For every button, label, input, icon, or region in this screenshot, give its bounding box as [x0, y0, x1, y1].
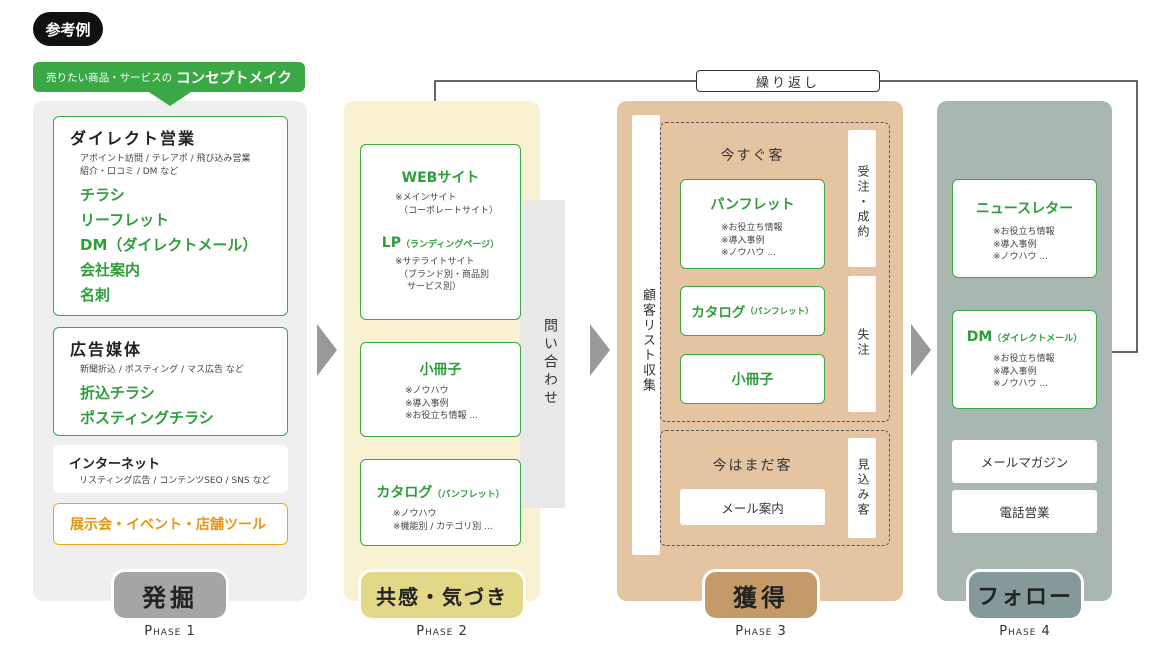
- ad-media-sub: 新聞折込 / ポスティング / マス広告 など: [80, 365, 244, 375]
- catalog-title: カタログ: [376, 485, 433, 501]
- internet-title: インターネット: [69, 457, 161, 472]
- lost-label: 失注: [856, 328, 870, 358]
- phase2-caption: Phase 2: [416, 624, 468, 639]
- pamphlet-note: ※ノウハウ ...: [721, 248, 776, 258]
- mail-info-label: メール案内: [721, 500, 784, 516]
- arrow-phase3-to-4: [911, 324, 931, 376]
- phase2-pill: 共感・気づき: [358, 569, 526, 621]
- now-customer-group: [660, 122, 890, 422]
- p3-catalog-title: カタログ: [691, 305, 746, 321]
- p3-catalog-box: カタログ（パンフレット）: [680, 286, 825, 336]
- loop-label: 繰り返し: [696, 70, 880, 92]
- inquiry-label: 問い合わせ: [542, 318, 558, 408]
- now-customer-title: 今すぐ客: [720, 148, 785, 164]
- item-flyer: チラシ: [80, 186, 125, 204]
- p4-dm-note: ※ノウハウ ...: [993, 379, 1048, 389]
- lost-box: [848, 276, 876, 412]
- concept-banner: 売りたい商品・サービスの コンセプトメイク: [33, 62, 305, 92]
- item-insert-flyer: 折込チラシ: [80, 384, 155, 402]
- newsletter-title: ニュースレター: [975, 201, 1074, 217]
- booklet-note: ※お役立ち情報 ...: [405, 411, 478, 421]
- lp-small: （ランディングページ）: [400, 240, 500, 250]
- booklet-title: 小冊子: [419, 362, 462, 378]
- lp-title: LP: [381, 235, 401, 251]
- item-posting-flyer: ポスティングチラシ: [80, 409, 214, 427]
- order-label: 受注・成約: [856, 165, 870, 240]
- direct-sales-title: ダイレクト営業: [70, 129, 197, 148]
- mail-info-box: メール案内: [680, 489, 825, 525]
- newsletter-note: ※導入事例: [993, 239, 1037, 250]
- p4-dm-box: DM（ダイレクトメール） ※お役立ち情報 ※導入事例 ※ノウハウ ...: [952, 310, 1097, 409]
- later-customer-group: [660, 430, 890, 546]
- prospect-box: [848, 438, 876, 538]
- order-box: [848, 130, 876, 267]
- newsletter-note: ※ノウハウ ...: [993, 252, 1048, 262]
- catalog-note: ※機能別 / カテゴリ別 ...: [393, 521, 493, 532]
- catalog-small: （パンフレット）: [432, 490, 505, 500]
- concept-big: コンセプトメイク: [176, 70, 292, 87]
- phase1-caption: Phase 1: [144, 624, 196, 639]
- phase4-pill: フォロー: [966, 569, 1084, 621]
- reference-badge: 参考例: [33, 12, 103, 46]
- pamphlet-box: パンフレット ※お役立ち情報 ※導入事例 ※ノウハウ ...: [680, 179, 825, 269]
- prospect-label: 見込み客: [856, 458, 870, 518]
- internet-sub: リスティング広告 / コンテンツSEO / SNS など: [79, 476, 271, 486]
- booklet-note: ※導入事例: [405, 398, 449, 409]
- phase1-pill: 発掘: [111, 569, 229, 621]
- events-label: 展示会・イベント・店舗ツール: [70, 517, 266, 533]
- lp-note2: （ブランド別・商品別: [399, 269, 490, 280]
- list-collect-column: [632, 115, 660, 555]
- events-box: 展示会・イベント・店舗ツール: [53, 503, 288, 545]
- pamphlet-note: ※お役立ち情報: [721, 223, 783, 233]
- p4-dm-note: ※導入事例: [993, 366, 1037, 377]
- booklet-note: ※ノウハウ: [405, 386, 449, 396]
- direct-sales-sub2: 紹介・口コミ / DM など: [80, 167, 179, 177]
- p4-dm-note: ※お役立ち情報: [993, 354, 1055, 364]
- concept-arrow: [149, 92, 191, 106]
- newsletter-note: ※お役立ち情報: [993, 227, 1055, 237]
- p3-booklet-box: 小冊子: [680, 354, 825, 404]
- website-box: WEBサイト ※メインサイト （コーポレートサイト） LP（ランディングページ）…: [360, 144, 521, 320]
- arrow-phase1-to-2: [317, 324, 337, 376]
- mail-magazine-box: メールマガジン: [952, 440, 1097, 483]
- item-business-card: 名刺: [80, 286, 111, 304]
- p4-dm-title: DM: [966, 329, 993, 345]
- website-title: WEBサイト: [401, 170, 480, 186]
- later-customer-title: 今はまだ客: [712, 458, 793, 474]
- lp-note3: サービス別）: [407, 282, 462, 292]
- phone-sales-box: 電話営業: [952, 490, 1097, 533]
- phase3-caption: Phase 3: [735, 624, 787, 639]
- arrow-phase2-to-3: [590, 324, 610, 376]
- list-collect-label: 顧客リスト収集: [640, 288, 655, 393]
- p4-dm-small: （ダイレクトメール）: [992, 334, 1083, 344]
- pamphlet-title: パンフレット: [710, 197, 795, 213]
- pamphlet-note: ※導入事例: [721, 235, 765, 246]
- item-leaflet: リーフレット: [80, 211, 170, 229]
- website-note2: （コーポレートサイト）: [399, 205, 499, 216]
- p3-booklet-title: 小冊子: [731, 372, 774, 388]
- ad-media-title: 広告媒体: [70, 340, 143, 359]
- booklet-box: 小冊子 ※ノウハウ ※導入事例 ※お役立ち情報 ...: [360, 342, 521, 437]
- phase4-caption: Phase 4: [999, 624, 1051, 639]
- catalog-box: カタログ（パンフレット） ※ノウハウ ※機能別 / カテゴリ別 ...: [360, 459, 521, 546]
- website-note1: ※メインサイト: [395, 193, 457, 203]
- concept-small: 売りたい商品・サービスの: [46, 71, 173, 84]
- internet-box: インターネット リスティング広告 / コンテンツSEO / SNS など: [53, 445, 288, 493]
- ad-media-box: 広告媒体 新聞折込 / ポスティング / マス広告 など 折込チラシ ポスティン…: [53, 327, 288, 436]
- direct-sales-sub1: アポイント訪問 / テレアポ / 飛び込み営業: [80, 154, 251, 164]
- direct-sales-box: ダイレクト営業 アポイント訪問 / テレアポ / 飛び込み営業 紹介・口コミ /…: [53, 116, 288, 316]
- mail-magazine-label: メールマガジン: [980, 455, 1069, 470]
- item-dm: DM（ダイレクトメール）: [80, 236, 258, 254]
- inquiry-band: [520, 200, 565, 508]
- p3-catalog-small: （パンフレット）: [745, 307, 814, 317]
- lp-note1: ※サテライトサイト: [395, 257, 475, 267]
- phase3-pill: 獲得: [702, 569, 820, 621]
- phone-sales-label: 電話営業: [999, 505, 1050, 520]
- catalog-note: ※ノウハウ: [393, 509, 437, 519]
- newsletter-box: ニュースレター ※お役立ち情報 ※導入事例 ※ノウハウ ...: [952, 179, 1097, 278]
- item-company-profile: 会社案内: [80, 261, 141, 279]
